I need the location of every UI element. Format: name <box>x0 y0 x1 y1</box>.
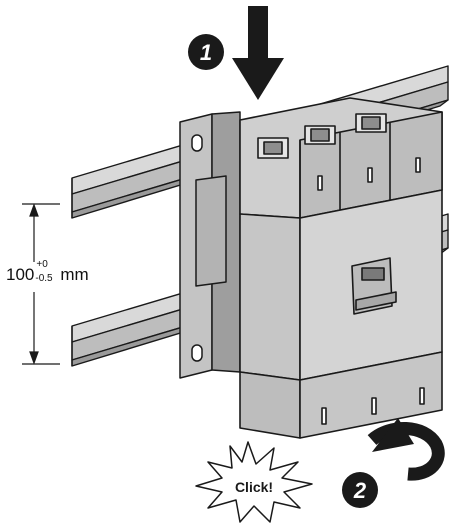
step-badge-2: 2 <box>342 472 378 508</box>
down-arrow-icon <box>232 6 284 100</box>
curved-arrow-icon <box>367 418 445 481</box>
dimension-line <box>22 203 60 365</box>
dimension-label: 100+0 -0.5 mm <box>6 260 89 286</box>
contactor-body <box>239 97 443 439</box>
dimension-unit: mm <box>60 265 89 284</box>
step-badge-1: 1 <box>188 34 224 70</box>
coil-connector <box>351 257 397 315</box>
click-text: Click! <box>235 479 273 495</box>
click-starburst: Click! <box>195 441 313 523</box>
tolerance-minus: -0.5 <box>35 273 53 284</box>
dimension-value: 100 <box>6 265 35 284</box>
tolerance-plus: +0 <box>36 259 48 270</box>
step-2-label: 2 <box>353 478 367 503</box>
dimension-tolerance: +0 -0.5 <box>34 260 60 286</box>
mounting-plate <box>179 111 241 379</box>
step-1-label: 1 <box>200 40 212 65</box>
